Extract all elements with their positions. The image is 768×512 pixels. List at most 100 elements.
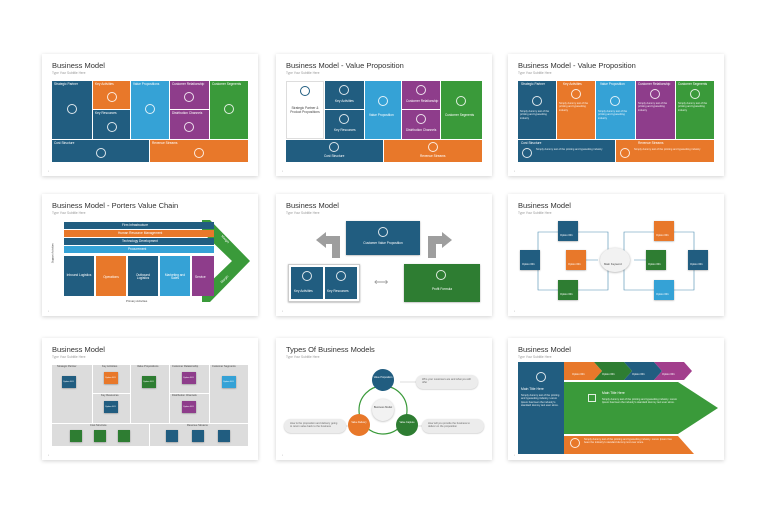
key-activities-label: Key Activities xyxy=(294,289,313,293)
network-icon xyxy=(588,394,596,402)
option-node-top-left xyxy=(558,221,578,241)
activities-label: Key Activities xyxy=(102,365,118,368)
relationship-label: Customer Relationship xyxy=(172,365,199,368)
gear-icon xyxy=(339,85,349,95)
option-label: Option 001 xyxy=(63,381,74,383)
resources-label: Key Resources xyxy=(334,128,356,132)
value-photo xyxy=(131,365,169,423)
money-icon xyxy=(620,148,630,158)
option-node-right xyxy=(688,250,708,270)
activities-note xyxy=(104,372,118,384)
cost-cell xyxy=(518,140,615,162)
page-number: ▪ xyxy=(48,169,50,173)
value-proposition-label: Value Proposition xyxy=(373,376,393,379)
slide-subtitle: Type Your Subtitle Here xyxy=(286,71,320,75)
gear-icon xyxy=(107,92,117,102)
revenue-label: Revenue Streams xyxy=(187,424,208,427)
heart-icon xyxy=(184,92,194,102)
left-body-text: Simply dummy text of the printing and ty… xyxy=(521,394,560,408)
business-model-label: Business Model xyxy=(373,406,393,409)
cost-label: Cost Structure xyxy=(54,141,75,145)
option-label: Option 001 xyxy=(632,373,645,376)
support-bar-4 xyxy=(64,246,214,253)
money-icon xyxy=(428,142,438,152)
slide-business-model-arrow[interactable]: Business Model Type Your Subtitle Here M… xyxy=(508,338,724,460)
primary-4 xyxy=(160,256,190,296)
primary-5 xyxy=(192,256,214,296)
arrow-left-icon xyxy=(316,232,340,258)
gift-icon xyxy=(610,96,620,106)
segments-puzzle xyxy=(441,81,482,139)
value-cell xyxy=(596,81,635,139)
primary-1 xyxy=(64,256,94,296)
cost-note-1 xyxy=(70,430,82,442)
slide-title: Business Model xyxy=(52,345,105,354)
slide-types-of-business-models[interactable]: Types Of Business Models Type Your Subti… xyxy=(276,338,492,460)
primary-2 xyxy=(96,256,126,296)
page-number: ▪ xyxy=(282,169,284,173)
revenue-label: Revenue Streams xyxy=(152,141,178,145)
truck-icon xyxy=(416,114,426,124)
primary-bottom-label: Primary Activities xyxy=(126,299,148,303)
activities-label: Key Activities xyxy=(563,82,582,86)
revenue-label: Revenue Streams xyxy=(638,141,664,145)
option-label: Option 001 xyxy=(662,373,675,376)
resources-label: Key Resources xyxy=(101,394,119,397)
segments-photo xyxy=(210,365,248,423)
relationship-note xyxy=(182,372,196,384)
page-number: ▪ xyxy=(48,453,50,457)
gift-icon xyxy=(145,104,155,114)
value-delivery-label: Value Delivery xyxy=(351,421,367,424)
relationship-label: Customer Relationship xyxy=(406,99,439,103)
option-node-bottom-left xyxy=(558,280,578,300)
slide-keyword-network[interactable]: Business Model Type Your Subtitle Here O… xyxy=(508,194,724,316)
slide-value-proposition-detail[interactable]: Business Model - Value Proposition Type … xyxy=(508,54,724,176)
page-number: ▪ xyxy=(514,169,516,173)
page-number: ▪ xyxy=(282,309,284,313)
truck-icon xyxy=(184,122,194,132)
profit-formula-label: Profit Formula xyxy=(432,287,453,291)
option-label: Option 001 xyxy=(602,373,615,376)
value-label: Value Propositions xyxy=(133,82,160,86)
revenue-note-2 xyxy=(192,430,204,442)
slide-title: Business Model - Value Proposition xyxy=(518,61,636,70)
slide-business-model-canvas[interactable]: Business Model Type Your Subtitle Here S… xyxy=(42,54,258,176)
support-bar-2 xyxy=(64,230,214,237)
main-keyword-label: Main Keyword xyxy=(604,262,622,266)
value-label: Value Propositions xyxy=(137,365,159,368)
relationship-label: Customer Relationship xyxy=(638,82,671,86)
primary-label-3: Outbound Logistics xyxy=(135,273,150,281)
primary-3 xyxy=(128,256,158,296)
heart-icon xyxy=(650,89,660,99)
segments-label: Customer Segments xyxy=(212,82,242,86)
gear-icon xyxy=(570,438,580,448)
page-number: ▪ xyxy=(48,309,50,313)
slide-title: Business Model xyxy=(518,345,571,354)
slide-title: Business Model xyxy=(52,61,105,70)
option-label: Option 001 xyxy=(143,381,154,383)
partner-label: Strategic Partner xyxy=(54,82,78,86)
channels-label: Distribution Channels xyxy=(172,111,203,115)
slide-business-model-photo-canvas[interactable]: Business Model Type Your Subtitle Here S… xyxy=(42,338,258,460)
partner-label: Strategic Partner xyxy=(521,82,545,86)
page-number: ▪ xyxy=(282,453,284,457)
slide-business-model-cycle[interactable]: Business Model Type Your Subtitle Here C… xyxy=(276,194,492,316)
note-pill-top: Who your customers are and what you will… xyxy=(416,375,478,389)
margin-arrow xyxy=(202,220,250,302)
slide-subtitle: Type Your Subtitle Here xyxy=(286,355,320,359)
value-proposition-label: Customer Value Proposition xyxy=(363,241,403,245)
slide-subtitle: Type Your Subtitle Here xyxy=(52,355,86,359)
relationship-text: Simply dummy text of the printing and ty… xyxy=(638,102,668,112)
page-number: ▪ xyxy=(514,453,516,457)
revenue-note-1 xyxy=(166,430,178,442)
cost-text: Simply dummy text of the printing and ty… xyxy=(536,148,603,151)
revenue-text: Simply dummy text of the printing and ty… xyxy=(634,148,701,151)
segments-text: Simply dummy text of the printing and ty… xyxy=(678,102,708,112)
main-keyword-circle xyxy=(600,248,630,272)
slide-value-proposition-puzzle[interactable]: Business Model - Value Proposition Type … xyxy=(276,54,492,176)
cost-note-3 xyxy=(118,430,130,442)
activities-text: Simply dummy text of the printing and ty… xyxy=(559,102,589,112)
support-bar-3 xyxy=(64,238,214,245)
slide-porters-value-chain[interactable]: Business Model - Porters Value Chain Typ… xyxy=(42,194,258,316)
value-label: Value Proposition xyxy=(600,82,625,86)
